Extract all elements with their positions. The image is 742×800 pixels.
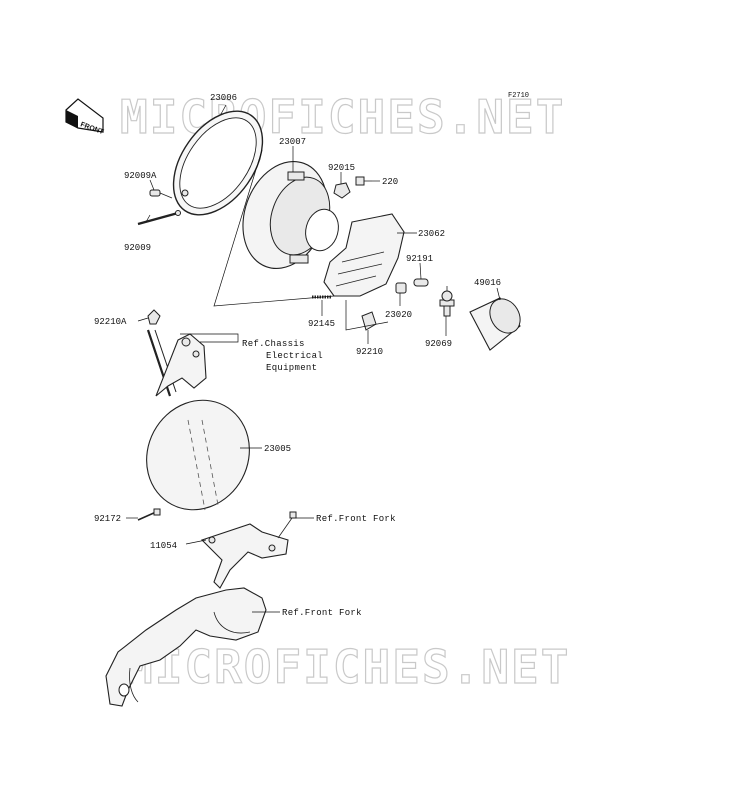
lower-fork-cover [105,587,267,707]
watermark-bottom: MICROFICHES.NET [125,640,570,694]
label-23062: 23062 [418,229,445,239]
label-92172: 92172 [94,514,121,524]
ref-front-fork-1: Ref.Front Fork [316,514,396,524]
ref-front-fork-2: Ref.Front Fork [282,608,362,618]
bolt-220 [355,176,372,186]
label-23005: 23005 [264,444,291,454]
headlight-cover-23005 [146,399,250,511]
label-23007: 23007 [279,137,306,147]
bracket-11054 [200,511,297,589]
label-92069: 92069 [425,339,452,349]
plug-92210a [147,309,161,325]
label-23020: 23020 [385,310,412,320]
screw-92009 [137,210,181,226]
label-23006: 23006 [210,93,237,103]
ref-chassis-line3: Equipment [266,363,317,373]
bracket-23062 [323,213,405,297]
label-92015: 92015 [328,163,355,173]
label-92009: 92009 [124,243,151,253]
cover-49016 [469,297,521,351]
figure-code: F2710 [508,92,529,100]
label-92210a: 92210A [94,317,127,327]
sleeve-92191 [413,278,429,287]
chassis-stay-bracket [146,329,207,397]
label-92210: 92210 [356,347,383,357]
label-11054: 11054 [150,541,177,551]
watermark-top: MICROFICHES.NET [120,90,565,144]
headlight-rim-23006 [172,110,264,216]
screw-92009a [149,189,173,199]
screw-92172 [137,508,161,521]
label-92145: 92145 [308,319,335,329]
clip-92210 [361,311,377,331]
nut-92015 [333,182,351,199]
label-49016: 49016 [474,278,501,288]
ref-chassis-line2: Electrical [266,351,323,361]
headlight-housing-23007 [242,160,339,270]
bulb-92069 [439,286,455,317]
label-92191: 92191 [406,254,433,264]
ref-chassis-line1: Ref.Chassis [242,339,305,349]
label-92009a: 92009A [124,171,157,181]
leader-lines [126,104,501,613]
socket-23020 [395,282,407,294]
label-220: 220 [382,177,398,187]
front-arrow-icon: FRONT [65,98,105,136]
